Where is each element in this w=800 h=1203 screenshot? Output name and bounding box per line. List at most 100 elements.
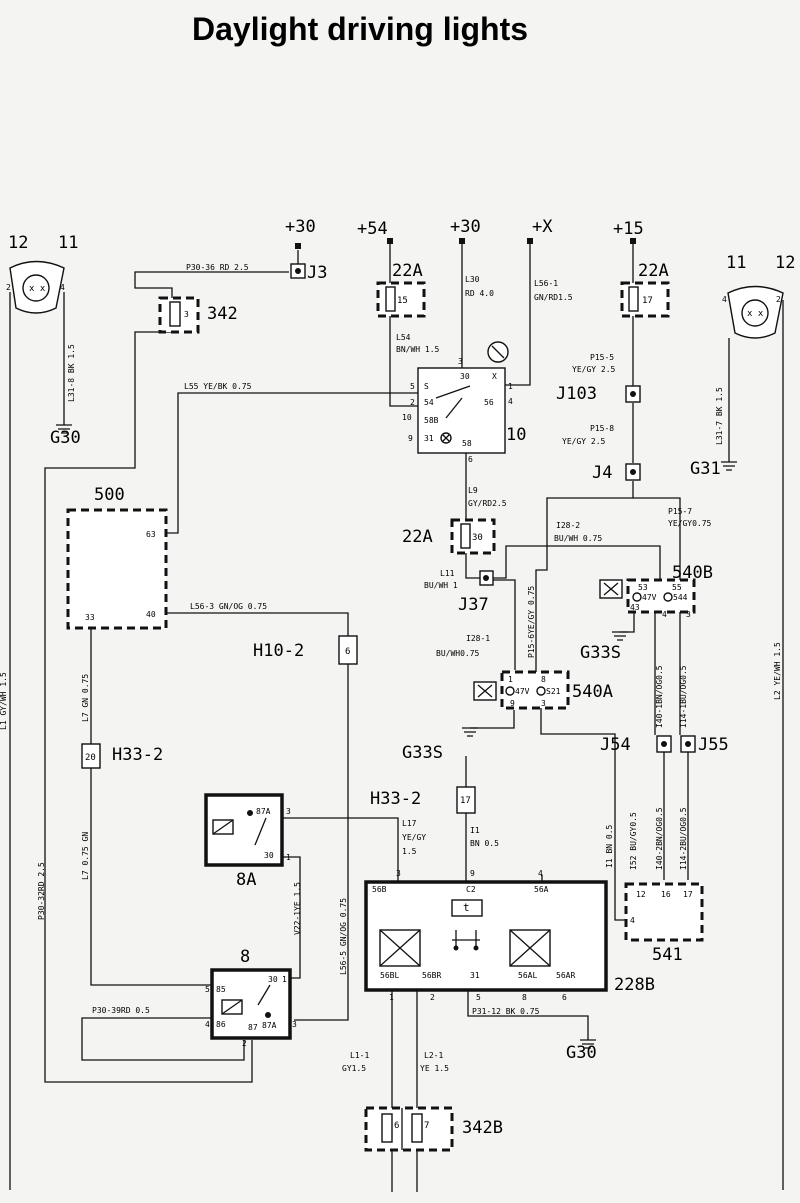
svg-text:3: 3 xyxy=(541,699,546,708)
ground-g30-bottom: G30 xyxy=(566,1043,597,1063)
svg-text:3: 3 xyxy=(396,869,401,878)
svg-text:17: 17 xyxy=(642,296,653,306)
svg-text:12: 12 xyxy=(8,233,28,253)
headlamp-right: x x 11 12 4 2 xyxy=(722,253,795,339)
svg-text:YE 1.5: YE 1.5 xyxy=(420,1064,449,1073)
svg-text:P31-12 BK 0.75: P31-12 BK 0.75 xyxy=(472,1007,540,1016)
svg-text:3: 3 xyxy=(292,1020,297,1029)
svg-text:31: 31 xyxy=(470,971,480,980)
ground-g33s-left: G33S xyxy=(402,743,443,763)
light-switch-10: 10 3 5 2 10 9 6 1 4 S 30 X 54 56 58B 31 … xyxy=(402,341,526,464)
svg-text:L17: L17 xyxy=(402,819,417,828)
svg-text:GY/RD2.5: GY/RD2.5 xyxy=(468,499,507,508)
svg-text:86: 86 xyxy=(216,1020,226,1029)
connector-h33-2-left: 20 H33-2 xyxy=(81,743,163,769)
svg-text:2: 2 xyxy=(430,993,435,1002)
svg-text:228B: 228B xyxy=(614,975,655,995)
svg-text:544: 544 xyxy=(673,593,688,602)
svg-text:63: 63 xyxy=(146,530,156,539)
connector-j3: J3 xyxy=(290,263,327,283)
supply-plus54: +54 xyxy=(357,219,388,239)
svg-text:BU/WH0.75: BU/WH0.75 xyxy=(436,649,480,658)
svg-text:9: 9 xyxy=(470,869,475,878)
wire-labels-vertical: L31-8 BK 1.5 L31-7 BK 1.5 L7 GN 0.75 L7 … xyxy=(0,344,782,975)
svg-text:58B: 58B xyxy=(424,416,439,425)
svg-text:GN/RD1.5: GN/RD1.5 xyxy=(534,293,573,302)
svg-text:8A: 8A xyxy=(236,870,256,890)
svg-text:YE/GY0.75: YE/GY0.75 xyxy=(668,519,712,528)
svg-text:BU/WH 0.75: BU/WH 0.75 xyxy=(554,534,602,543)
svg-text:342B: 342B xyxy=(462,1118,503,1138)
svg-text:9: 9 xyxy=(408,434,413,443)
ground-g33s-right: G33S xyxy=(580,643,621,663)
headlamp-left: x x 12 11 2 4 xyxy=(6,233,78,314)
svg-text:2: 2 xyxy=(242,1039,247,1048)
svg-text:L55 YE/BK 0.75: L55 YE/BK 0.75 xyxy=(184,382,252,391)
control-unit-500: 500 63 33 40 xyxy=(66,485,168,630)
svg-text:I40-2BN/OG0.5: I40-2BN/OG0.5 xyxy=(655,807,664,870)
svg-text:15: 15 xyxy=(397,296,408,306)
svg-text:3: 3 xyxy=(458,357,463,366)
wires xyxy=(9,240,784,1192)
svg-text:YE/GY 2.5: YE/GY 2.5 xyxy=(562,437,606,446)
connector-j54: J54 xyxy=(600,735,672,755)
svg-text:C2: C2 xyxy=(466,885,476,894)
svg-text:22A: 22A xyxy=(638,261,669,281)
svg-text:P30-39RD 0.5: P30-39RD 0.5 xyxy=(92,1006,150,1015)
svg-text:J3: J3 xyxy=(307,263,327,283)
svg-text:4: 4 xyxy=(538,869,543,878)
svg-text:I14-2BU/OG0.5: I14-2BU/OG0.5 xyxy=(679,807,688,870)
svg-text:H33-2: H33-2 xyxy=(370,789,421,809)
svg-text:47V: 47V xyxy=(642,593,657,602)
supply-plus30-left: +30 xyxy=(285,217,316,237)
svg-text:L1 GY/WH 1.5: L1 GY/WH 1.5 xyxy=(0,672,8,730)
svg-text:3: 3 xyxy=(286,807,291,816)
ground-g31: G31 xyxy=(690,459,721,479)
svg-text:1: 1 xyxy=(286,853,291,862)
svg-text:L7 GN 0.75: L7 GN 0.75 xyxy=(81,674,90,722)
svg-text:12: 12 xyxy=(775,253,795,273)
ground-symbols xyxy=(56,424,737,1049)
connector-j55: J55 xyxy=(680,735,729,755)
svg-text:L2 YE/WH 1.5: L2 YE/WH 1.5 xyxy=(773,642,782,700)
svg-text:S: S xyxy=(424,382,429,391)
svg-text:540B: 540B xyxy=(672,563,713,583)
svg-text:85: 85 xyxy=(216,985,226,994)
svg-text:2: 2 xyxy=(410,398,415,407)
svg-text:4: 4 xyxy=(508,397,513,406)
svg-text:22A: 22A xyxy=(402,527,433,547)
svg-text:30: 30 xyxy=(264,851,274,860)
svg-text:L7 0.75 GN: L7 0.75 GN xyxy=(81,832,90,880)
svg-text:BN 0.5: BN 0.5 xyxy=(470,839,499,848)
svg-text:4: 4 xyxy=(60,283,65,292)
fuse-22a-right: 17 22A xyxy=(620,261,670,318)
svg-text:4: 4 xyxy=(662,610,667,619)
supply-plus15: +15 xyxy=(613,219,644,239)
svg-text:L1-1: L1-1 xyxy=(350,1051,369,1060)
svg-text:6: 6 xyxy=(562,993,567,1002)
svg-text:5: 5 xyxy=(205,985,210,994)
svg-text:500: 500 xyxy=(94,485,125,505)
svg-text:22A: 22A xyxy=(392,261,423,281)
svg-text:11: 11 xyxy=(58,233,78,253)
svg-text:H33-2: H33-2 xyxy=(112,745,163,765)
svg-text:30: 30 xyxy=(268,975,278,984)
svg-text:P15-5: P15-5 xyxy=(590,353,614,362)
fuse-22a-left: 15 22A xyxy=(376,261,426,318)
component-540b: 540B 53 55 47V 544 43 4 3 xyxy=(599,563,713,619)
svg-text:J103: J103 xyxy=(556,384,597,404)
svg-text:I1: I1 xyxy=(470,826,480,835)
svg-text:P15-8: P15-8 xyxy=(590,424,614,433)
svg-text:3: 3 xyxy=(184,310,189,319)
svg-text:8: 8 xyxy=(240,947,250,967)
svg-text:J37: J37 xyxy=(458,595,489,615)
svg-text:3: 3 xyxy=(686,610,691,619)
svg-text:30: 30 xyxy=(472,533,483,543)
component-541: 541 12 16 17 4 xyxy=(624,882,704,965)
svg-text:16: 16 xyxy=(661,890,671,899)
svg-text:56B: 56B xyxy=(372,885,387,894)
svg-text:GY1.5: GY1.5 xyxy=(342,1064,366,1073)
svg-text:1.5: 1.5 xyxy=(402,847,417,856)
svg-text:S21: S21 xyxy=(546,687,561,696)
component-342b: 6 7 342B xyxy=(364,1106,503,1152)
